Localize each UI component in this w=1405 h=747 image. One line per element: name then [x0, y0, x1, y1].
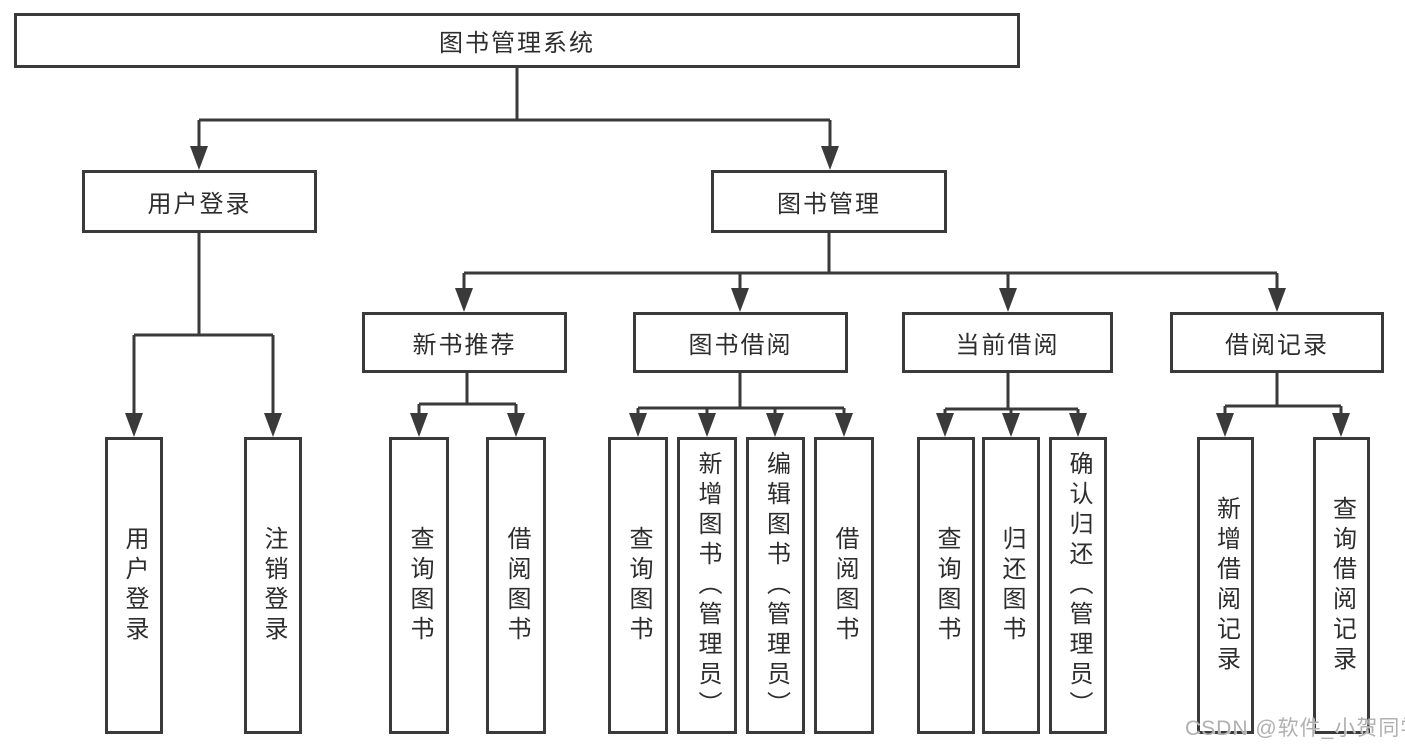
node-label: 查询图书	[933, 525, 960, 646]
leaf-confirm-return-admin: 确认归还（管理员）	[1049, 437, 1107, 734]
node-label: 新增借阅记录	[1212, 495, 1240, 676]
node-label: 查询图书	[625, 525, 652, 646]
connector-login-to-leaves	[132, 233, 275, 415]
node-book-management: 图书管理	[711, 170, 947, 233]
node-label: 借阅记录	[1225, 332, 1329, 359]
node-label: 图书管理	[777, 191, 881, 218]
node-library-management-system: 图书管理系统	[14, 13, 1020, 68]
leaf-query-books-current: 查询图书	[917, 437, 975, 734]
connector-records-to-leaves	[1223, 373, 1343, 415]
arrowhead-icons	[125, 146, 1350, 437]
leaf-return-books: 归还图书	[982, 437, 1040, 734]
node-current-borrowing: 当前借阅	[902, 312, 1113, 373]
leaf-borrow-books-newbook: 借阅图书	[486, 437, 546, 734]
connector-newbook-to-leaves	[417, 373, 518, 415]
csdn-watermark: CSDN @软件_小贺同学	[1185, 717, 1405, 740]
node-label: 新增图书（管理员）	[694, 450, 721, 721]
node-label: 查询借阅记录	[1328, 495, 1356, 676]
node-label: 当前借阅	[955, 332, 1060, 359]
leaf-user-login: 用户登录	[105, 437, 163, 734]
connector-mgmt-to-level3	[462, 233, 1279, 290]
node-label: 借阅图书	[831, 525, 858, 646]
node-book-borrowing: 图书借阅	[633, 312, 848, 373]
node-label: 借阅图书	[503, 525, 530, 646]
leaf-edit-book-admin: 编辑图书（管理员）	[746, 437, 805, 734]
node-user-login: 用户登录	[82, 170, 317, 233]
node-label: 新书推荐	[412, 332, 517, 359]
node-label: 归还图书	[998, 525, 1025, 646]
node-label: 编辑图书（管理员）	[762, 450, 790, 721]
node-label: 查询图书	[406, 525, 433, 646]
leaf-add-borrow-record: 新增借阅记录	[1197, 437, 1254, 734]
node-label: 图书借阅	[688, 332, 793, 359]
connector-root-to-level2	[197, 68, 832, 148]
connector-borrow-to-leaves	[636, 373, 846, 415]
leaf-add-book-admin: 新增图书（管理员）	[677, 437, 737, 734]
leaf-query-books-newbook: 查询图书	[389, 437, 449, 734]
leaf-logout: 注销登录	[244, 437, 302, 734]
node-label: 用户登录	[147, 191, 252, 218]
node-borrowing-records: 借阅记录	[1170, 312, 1384, 373]
connector-current-to-leaves	[943, 373, 1080, 415]
leaf-query-books-borrowing: 查询图书	[608, 437, 668, 734]
node-new-book-recommendation: 新书推荐	[362, 312, 567, 373]
leaf-query-borrow-record: 查询借阅记录	[1313, 437, 1370, 734]
node-label: 注销登录	[260, 525, 287, 646]
node-label: 图书管理系统	[439, 30, 595, 57]
node-label: 确认归还（管理员）	[1065, 450, 1092, 721]
leaf-borrow-books-borrowing: 借阅图书	[814, 437, 874, 734]
node-label: 用户登录	[121, 525, 148, 646]
